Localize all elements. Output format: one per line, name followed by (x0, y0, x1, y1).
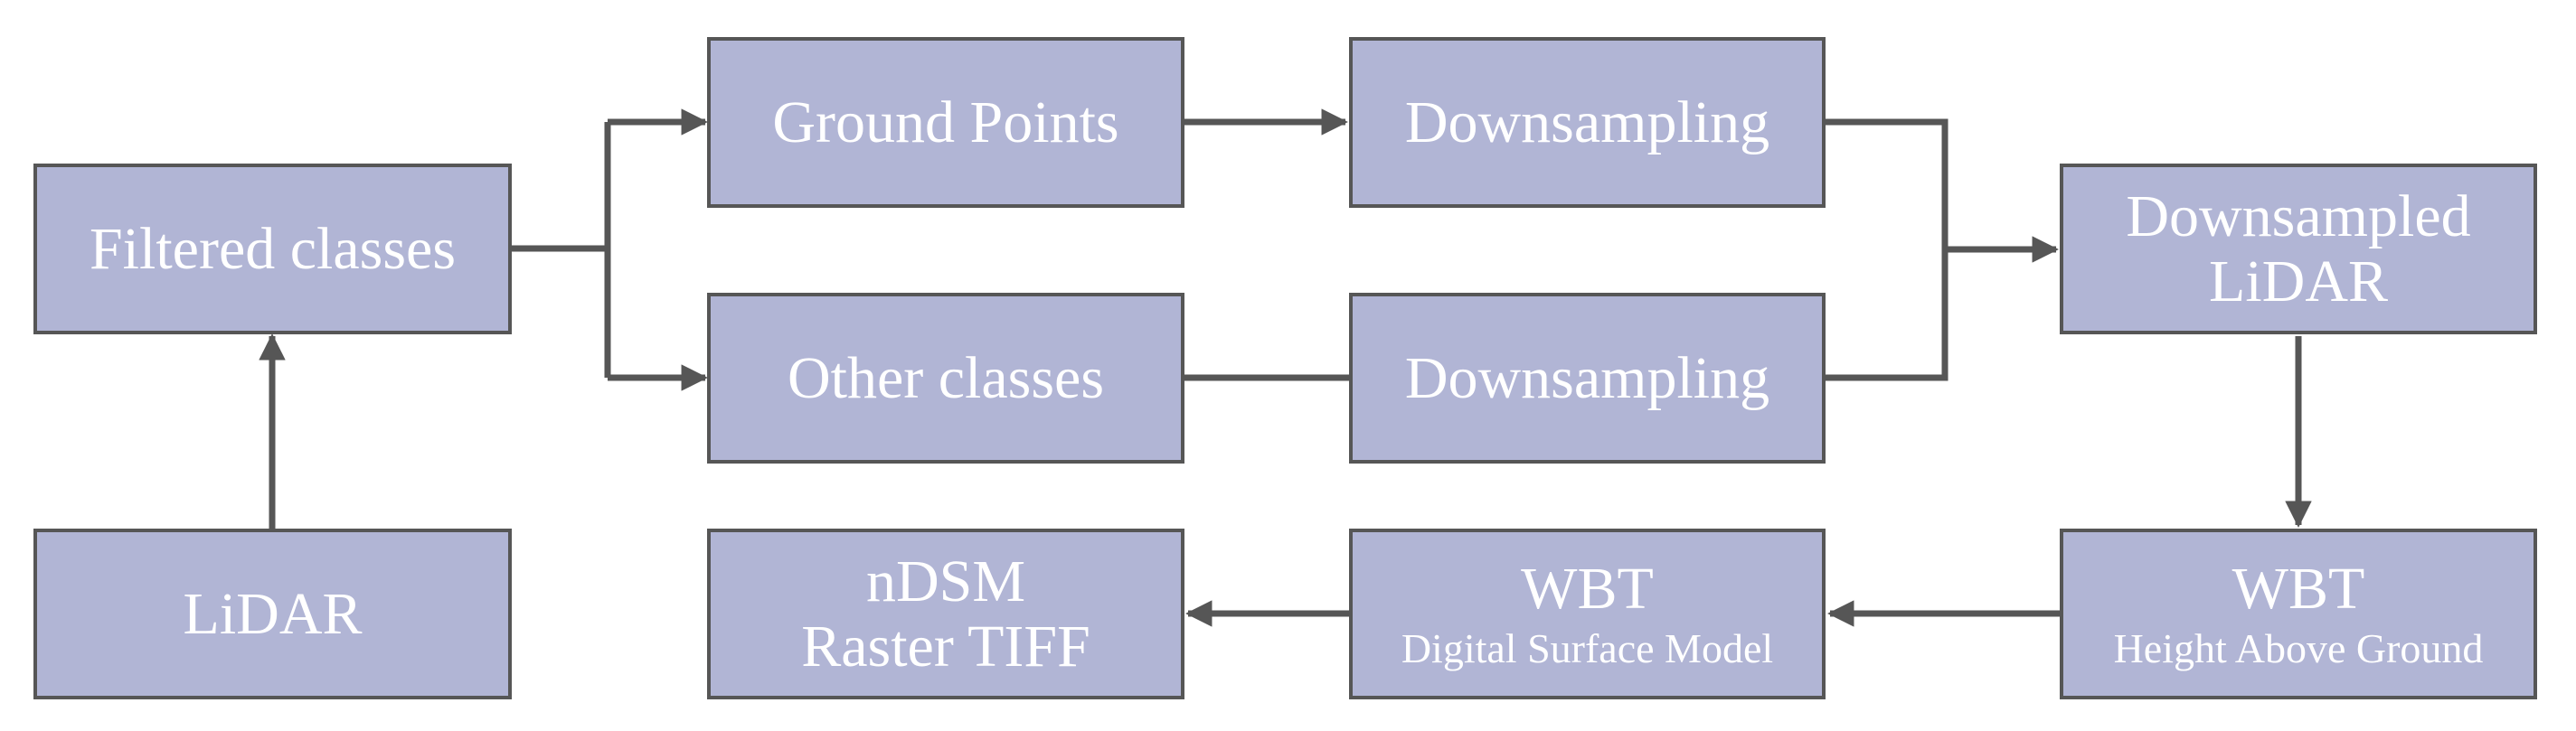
node-wbt-hag-title: WBT (2232, 556, 2365, 623)
node-lidar-label: LiDAR (183, 580, 363, 647)
node-downsampling-top-label: Downsampling (1404, 89, 1770, 155)
node-other-classes-label: Other classes (787, 344, 1105, 411)
node-downsampled-lidar-line-1: Downsampled (2126, 183, 2471, 250)
node-wbt-digital-surface-model: WBT Digital Surface Model (1349, 529, 1826, 699)
node-ndsm-line-1: nDSM (865, 548, 1026, 615)
node-wbt-dsm-subtitle: Digital Surface Model (1401, 625, 1774, 672)
node-downsampling-top: Downsampling (1349, 37, 1826, 208)
node-filtered-classes: Filtered classes (33, 164, 512, 334)
node-ndsm-raster-tiff: nDSM Raster TIFF (707, 529, 1184, 699)
node-wbt-dsm-title: WBT (1521, 556, 1654, 623)
node-ground-points-label: Ground Points (772, 89, 1119, 155)
connector-merge-top (1826, 118, 1949, 381)
node-ndsm-line-2: Raster TIFF (801, 613, 1090, 679)
node-other-classes: Other classes (707, 293, 1184, 464)
node-wbt-height-above-ground: WBT Height Above Ground (2060, 529, 2537, 699)
node-downsampled-lidar-line-2: LiDAR (2209, 248, 2388, 314)
node-downsampled-lidar: Downsampled LiDAR (2060, 164, 2537, 334)
node-filtered-classes-label: Filtered classes (89, 215, 457, 282)
node-downsampling-bottom-label: Downsampling (1404, 344, 1770, 411)
node-downsampling-bottom: Downsampling (1349, 293, 1826, 464)
node-lidar: LiDAR (33, 529, 512, 699)
node-ground-points: Ground Points (707, 37, 1184, 208)
node-wbt-hag-subtitle: Height Above Ground (2113, 625, 2484, 672)
